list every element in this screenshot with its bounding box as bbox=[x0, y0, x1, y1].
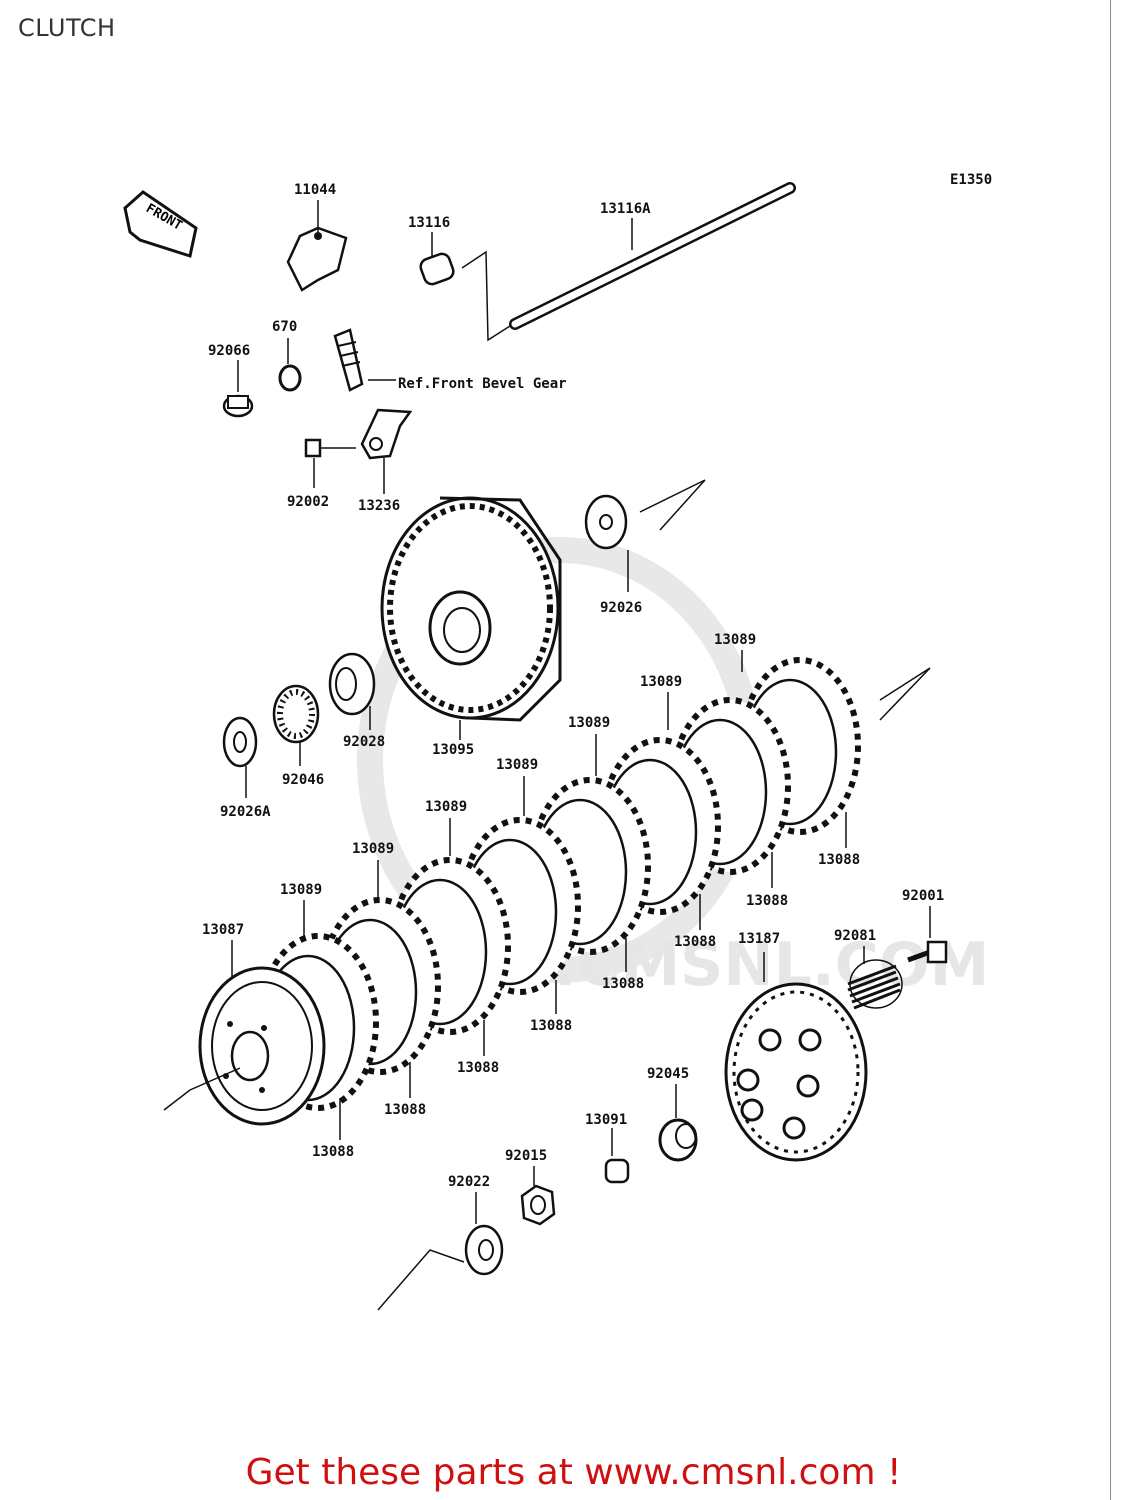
label-13116A: 13116A bbox=[600, 201, 651, 217]
label-13088-2: 13088 bbox=[384, 1102, 426, 1118]
part-13087: 13087 bbox=[163, 922, 326, 1126]
part-13091: 13091 bbox=[585, 1112, 630, 1184]
label-13089-1: 13089 bbox=[280, 882, 322, 898]
label-92028: 92028 bbox=[343, 734, 385, 750]
label-92026: 92026 bbox=[600, 600, 642, 616]
label-13187: 13187 bbox=[738, 931, 780, 947]
labels-13088: 13088 13088 13088 13088 13088 13088 1308… bbox=[312, 812, 860, 1160]
label-92022: 92022 bbox=[448, 1174, 490, 1190]
label-92015: 92015 bbox=[505, 1148, 547, 1164]
clutch-exploded-diagram: WWW.CMSNL.COM E1350 FRONT 11044 13116 13… bbox=[123, 172, 992, 1311]
part-92045: 92045 bbox=[647, 1066, 698, 1162]
label-13089-6: 13089 bbox=[640, 674, 682, 690]
label-13089-4: 13089 bbox=[496, 757, 538, 773]
diagram-code: E1350 bbox=[950, 172, 992, 188]
promo-link[interactable]: Get these parts at www.cmsnl.com ! bbox=[245, 1452, 902, 1493]
part-13116A: 13116A bbox=[509, 182, 796, 330]
part-13236: 13236 bbox=[358, 408, 413, 514]
part-92022: 92022 bbox=[377, 1174, 504, 1311]
front-arrow-icon: FRONT bbox=[123, 190, 198, 258]
label-92066: 92066 bbox=[208, 343, 250, 359]
label-92046: 92046 bbox=[282, 772, 324, 788]
part-13187: 13187 bbox=[724, 931, 868, 1162]
label-13088-8: 13088 bbox=[818, 852, 860, 868]
part-92081: 92081 bbox=[834, 928, 903, 1010]
part-92028: 92028 bbox=[328, 652, 385, 750]
label-92081: 92081 bbox=[834, 928, 876, 944]
part-92026: 92026 bbox=[584, 479, 706, 616]
bevel-gear-shaft: Ref.Front Bevel Gear bbox=[333, 328, 567, 392]
label-13088-3: 13088 bbox=[457, 1060, 499, 1076]
part-92001: 92001 bbox=[902, 888, 948, 964]
label-670: 670 bbox=[272, 319, 297, 335]
label-92001: 92001 bbox=[902, 888, 944, 904]
label-13116: 13116 bbox=[408, 215, 450, 231]
label-13088-4: 13088 bbox=[530, 1018, 572, 1034]
part-92015: 92015 bbox=[505, 1148, 556, 1226]
part-92002: 92002 bbox=[287, 438, 356, 510]
clutch-plate-stack bbox=[257, 657, 931, 1111]
label-92002: 92002 bbox=[287, 494, 329, 510]
part-13116: 13116 bbox=[408, 215, 511, 342]
label-11044: 11044 bbox=[294, 182, 336, 198]
label-13095: 13095 bbox=[432, 742, 474, 758]
part-92026A: 92026A bbox=[220, 716, 271, 820]
label-13088-1: 13088 bbox=[312, 1144, 354, 1160]
label-13089-5: 13089 bbox=[568, 715, 610, 731]
part-11044: 11044 bbox=[286, 182, 348, 292]
label-92045: 92045 bbox=[647, 1066, 689, 1082]
part-92046: 92046 bbox=[272, 684, 324, 788]
label-13087: 13087 bbox=[202, 922, 244, 938]
part-13095: 13095 bbox=[380, 496, 562, 758]
reference-note: Ref.Front Bevel Gear bbox=[398, 376, 567, 392]
label-13089-7: 13089 bbox=[714, 632, 756, 648]
label-13088-6: 13088 bbox=[674, 934, 716, 950]
part-670: 670 bbox=[272, 319, 302, 392]
label-92026A: 92026A bbox=[220, 804, 271, 820]
label-13236: 13236 bbox=[358, 498, 400, 514]
label-13089-2: 13089 bbox=[352, 841, 394, 857]
label-13089-3: 13089 bbox=[425, 799, 467, 815]
label-13088-7: 13088 bbox=[746, 893, 788, 909]
label-13091: 13091 bbox=[585, 1112, 627, 1128]
part-92066: 92066 bbox=[208, 343, 254, 418]
label-13088-5: 13088 bbox=[602, 976, 644, 992]
page-divider bbox=[1110, 0, 1111, 1500]
page-title: CLUTCH bbox=[18, 14, 116, 42]
labels-13089: 13089 13089 13089 13089 13089 13089 1308… bbox=[280, 632, 756, 940]
